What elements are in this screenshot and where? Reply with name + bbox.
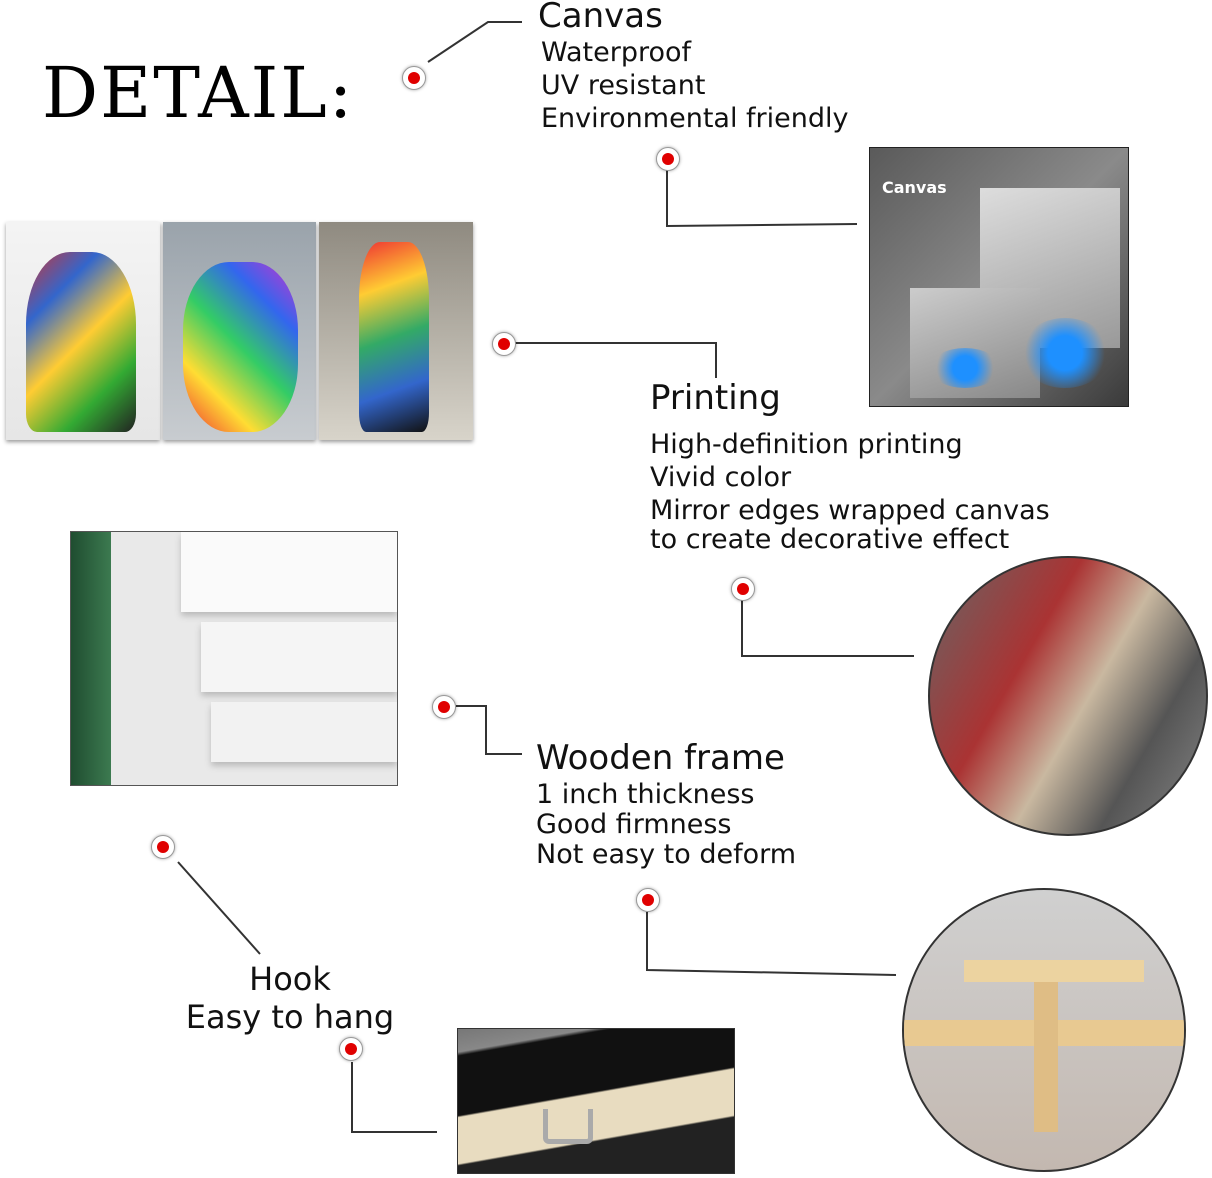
- hook-photo: [457, 1028, 735, 1174]
- hook-heading: Hook: [249, 960, 331, 998]
- frame-line: Good firmness: [536, 809, 732, 840]
- canvas-line: Environmental friendly: [541, 103, 849, 134]
- frame-line: 1 inch thickness: [536, 779, 755, 810]
- frame-feature: Wooden frame 1 inch thickness Good firmn…: [536, 738, 796, 870]
- marker-dot-icon: [402, 66, 426, 90]
- wooden-frame-photo: [902, 888, 1186, 1172]
- canvas-heading: Canvas: [538, 0, 663, 36]
- printing-line: to create decorative effect: [650, 524, 1010, 555]
- printing-line: High-definition printing: [650, 429, 963, 460]
- canvas-image-label: Canvas: [882, 178, 947, 197]
- marker-dot-icon: [432, 695, 456, 719]
- frame-stack-photo: [70, 531, 398, 786]
- page-title: DETAIL:: [42, 52, 355, 134]
- canvas-feature: Canvas Waterproof UV resistant Environme…: [538, 0, 848, 135]
- frame-line: Not easy to deform: [536, 839, 797, 870]
- hook-icon: [543, 1109, 593, 1144]
- marker-dot-icon: [731, 577, 755, 601]
- printing-heading: Printing: [650, 378, 781, 418]
- artwork-panel-middle: [163, 222, 316, 440]
- mirror-edge-photo: [928, 556, 1208, 836]
- canvas-line: UV resistant: [541, 70, 706, 101]
- printing-line: Mirror edges wrapped canvas: [650, 495, 1050, 526]
- printing-feature: Printing High-definition printing Vivid …: [650, 378, 1050, 556]
- marker-dot-icon: [339, 1037, 363, 1061]
- artwork-panel-left: [6, 222, 160, 440]
- canvas-line: Waterproof: [541, 37, 692, 68]
- hook-feature: Hook Easy to hang: [160, 960, 420, 1036]
- artwork-panel-right: [319, 222, 473, 440]
- marker-dot-icon: [636, 888, 660, 912]
- canvas-detail-photo: Canvas: [869, 147, 1129, 407]
- marker-dot-icon: [656, 147, 680, 171]
- printing-line: Vivid color: [650, 462, 792, 493]
- frame-heading: Wooden frame: [536, 738, 785, 778]
- hook-line: Easy to hang: [185, 998, 395, 1036]
- marker-dot-icon: [151, 835, 175, 859]
- marker-dot-icon: [492, 332, 516, 356]
